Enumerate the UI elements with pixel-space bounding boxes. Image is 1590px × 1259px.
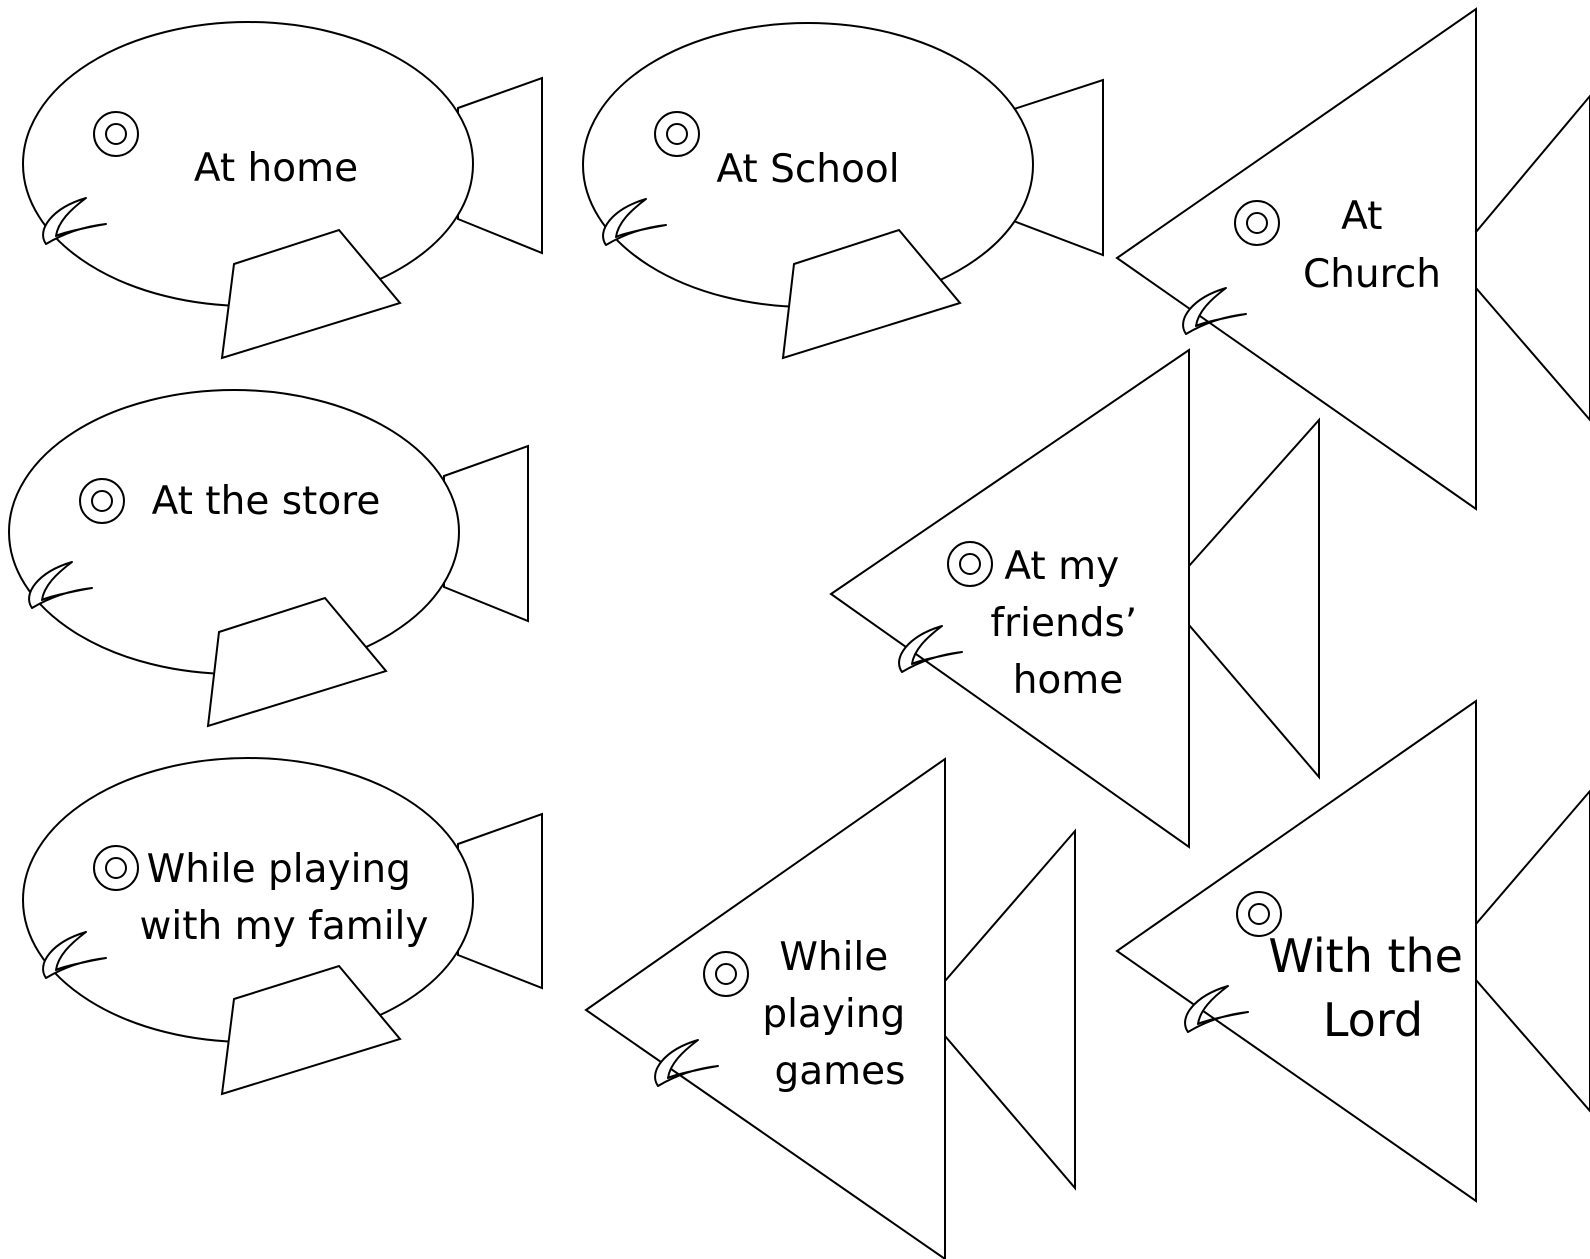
fish-label: While playing with my family bbox=[140, 847, 429, 949]
fish-body bbox=[1115, 7, 1477, 511]
fish-body bbox=[829, 348, 1190, 849]
mouth-icon bbox=[654, 1039, 719, 1087]
mouth-icon bbox=[1184, 985, 1249, 1033]
fish-label: While playing games bbox=[762, 935, 917, 1094]
fish-fin bbox=[220, 228, 402, 360]
mouth-icon bbox=[42, 197, 107, 245]
eye-icon bbox=[947, 541, 993, 587]
fish-label: With the Lord bbox=[1268, 929, 1477, 1047]
fish-while-playing-with-my-family: While playing with my family bbox=[22, 757, 543, 1096]
mouth-icon bbox=[1182, 287, 1247, 335]
mouth-icon bbox=[602, 198, 667, 246]
fish-tail bbox=[944, 828, 1076, 1191]
fish-at-church: At Church bbox=[1115, 7, 1590, 511]
fish-fin bbox=[781, 228, 962, 360]
eye-icon bbox=[703, 951, 749, 997]
eye-icon bbox=[93, 845, 139, 891]
eye-icon bbox=[79, 478, 125, 524]
fish-label: At home bbox=[194, 146, 358, 191]
fish-label: At the store bbox=[152, 479, 381, 524]
fish-tail bbox=[1475, 94, 1590, 422]
eye-icon bbox=[654, 111, 700, 157]
fish-label: At my friends’ home bbox=[990, 544, 1149, 703]
fish-at-the-store: At the store bbox=[8, 389, 529, 728]
mouth-icon bbox=[28, 561, 93, 609]
fish-at-school: At School bbox=[582, 22, 1104, 360]
fish-fin bbox=[220, 964, 402, 1096]
eye-icon bbox=[1236, 891, 1282, 937]
fish-tail bbox=[1188, 417, 1320, 780]
fish-fin bbox=[206, 596, 388, 728]
eye-icon bbox=[1234, 200, 1280, 246]
fish-at-home: At home bbox=[22, 21, 543, 360]
mouth-icon bbox=[898, 625, 963, 673]
mouth-icon bbox=[42, 931, 107, 979]
fish-body bbox=[584, 757, 946, 1259]
fish-body bbox=[1115, 699, 1477, 1203]
fish-at-my-friends-home: At my friends’ home bbox=[829, 348, 1320, 849]
eye-icon bbox=[93, 111, 139, 157]
fish-label: At School bbox=[716, 147, 899, 192]
fish-tail bbox=[1475, 789, 1590, 1113]
fish-while-playing-games: While playing games bbox=[584, 757, 1076, 1259]
fish-with-the-lord: With the Lord bbox=[1115, 699, 1590, 1203]
fish-label: At Church bbox=[1303, 194, 1441, 297]
